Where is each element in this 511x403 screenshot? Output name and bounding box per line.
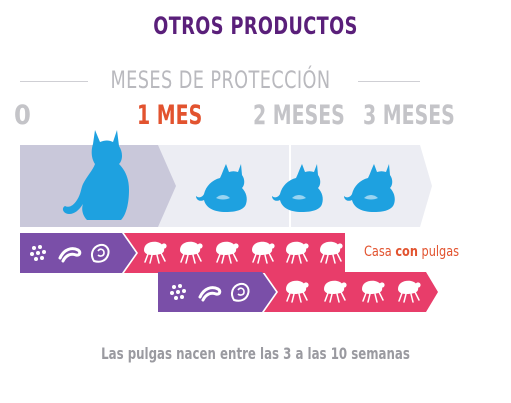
heading-rule-left	[20, 81, 88, 82]
month-zero-tick: 0	[14, 100, 31, 131]
row1-adult-stage-band	[124, 233, 345, 273]
protection-months-label: MESES DE PROTECCIÓN	[110, 66, 331, 94]
page-title: OTROS PRODUCTOS	[153, 12, 358, 40]
infested-house-annotation: Casa con pulgas	[364, 244, 459, 260]
month-1-label: 1 MES	[137, 100, 203, 131]
month-2-label: 2 MESES	[253, 100, 345, 131]
protection-months-heading: MESES DE PROTECCIÓN	[20, 66, 420, 96]
month-3-label: 3 MESES	[363, 100, 455, 131]
annotation-suffix: pulgas	[417, 244, 460, 260]
row2-adult-stage-band	[264, 272, 438, 312]
annotation-emphasis: con	[395, 244, 418, 260]
heading-rule-right	[358, 81, 420, 82]
row2-immature-stages-band	[158, 272, 276, 312]
row1-immature-stages-band	[20, 233, 136, 273]
annotation-prefix: Casa	[364, 244, 396, 260]
lifecycle-caption: Las pulgas nacen entre las 3 a las 10 se…	[101, 344, 410, 363]
